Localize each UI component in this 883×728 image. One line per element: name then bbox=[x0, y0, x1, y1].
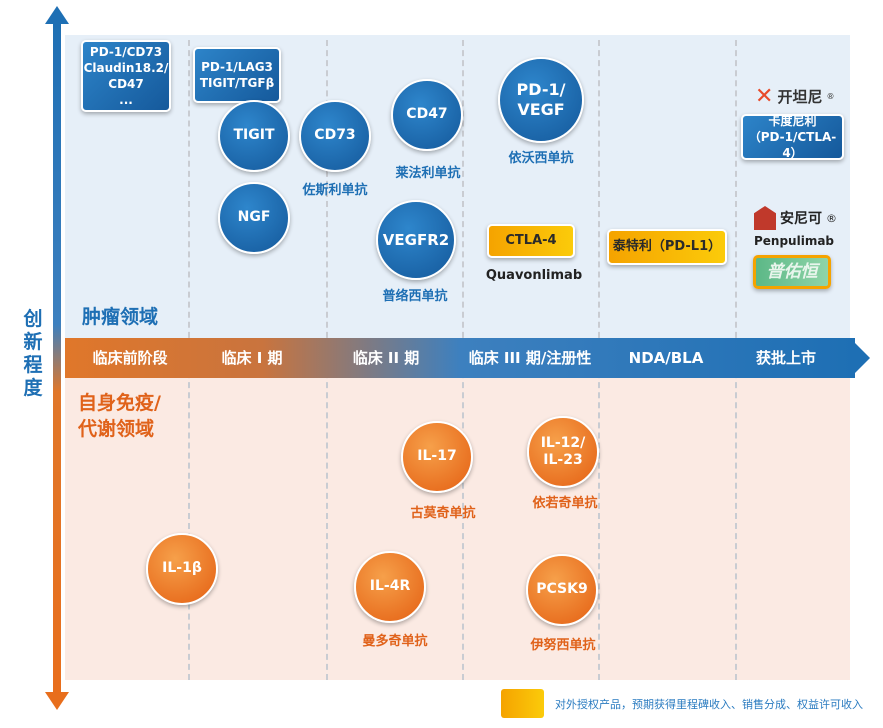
pdl1-licensed-box: 泰特利（PD-L1） bbox=[607, 229, 727, 265]
vegfr2-drug-name: 普络西单抗 bbox=[382, 289, 448, 304]
circle-line: IL-23 bbox=[543, 452, 583, 468]
legend-swatch bbox=[501, 689, 544, 718]
stage-phase2: 临床 II 期 bbox=[352, 349, 420, 367]
cd73-circle: CD73 bbox=[299, 100, 371, 172]
preclinical-bispecific-box: PD-1/CD73 Claudin18.2/ CD47 ... bbox=[81, 40, 171, 112]
cd47-circle: CD47 bbox=[391, 79, 463, 151]
tigit-circle: TIGIT bbox=[218, 100, 290, 172]
box-line: （PD-1/CTLA-4） bbox=[748, 130, 837, 160]
box-line: TIGIT/TGFβ bbox=[199, 76, 275, 90]
arrow-down-icon bbox=[45, 692, 69, 710]
registered-mark: ® bbox=[826, 92, 835, 101]
legend-text: 对外授权产品，预期获得里程碑收入、销售分成、权益许可收入 bbox=[555, 698, 863, 711]
pcsk9-circle: PCSK9 bbox=[526, 554, 598, 626]
oncology-zone bbox=[65, 35, 850, 338]
stage-preclinical: 临床前阶段 bbox=[92, 349, 168, 367]
vegfr2-circle: VEGFR2 bbox=[376, 200, 456, 280]
stage-approved: 获批上市 bbox=[755, 349, 817, 367]
circle-line: VEGF bbox=[517, 100, 565, 119]
box-line: PD-1/CD73 bbox=[89, 45, 163, 59]
kaitanni-logo-text: 开坦尼 bbox=[777, 88, 823, 106]
cadonilimab-box: 卡度尼利 （PD-1/CTLA-4） bbox=[741, 114, 844, 160]
registered-mark: ® bbox=[826, 211, 837, 225]
arrow-head-icon bbox=[850, 338, 870, 378]
il12-drug-name: 依若奇单抗 bbox=[532, 496, 598, 511]
immune-title-1: 自身免疫/ bbox=[78, 392, 161, 414]
oncology-title: 肿瘤领域 bbox=[82, 306, 159, 328]
kaitanni-logo: ✕ 开坦尼® bbox=[755, 84, 834, 109]
anniko-logo-icon bbox=[754, 206, 776, 230]
axis-label: 创新程度 bbox=[23, 308, 43, 399]
phase1-bispecific-box: PD-1/LAG3 TIGIT/TGFβ bbox=[193, 47, 281, 103]
il4r-circle: IL-4R bbox=[354, 551, 426, 623]
innovation-axis bbox=[53, 22, 61, 694]
pd1-vegf-circle: PD-1/ VEGF bbox=[498, 57, 584, 143]
arrow-up-icon bbox=[45, 6, 69, 24]
anniko-logo: 安尼可 ® bbox=[754, 206, 837, 230]
stage-phase1: 临床 I 期 bbox=[221, 349, 283, 367]
stage-arrow-band bbox=[65, 338, 855, 378]
box-line: ... bbox=[119, 93, 133, 107]
kaitanni-logo-icon: ✕ bbox=[755, 84, 774, 109]
il1b-circle: IL-1β bbox=[146, 533, 218, 605]
immune-title-2: 代谢领域 bbox=[78, 418, 155, 440]
pd1-vegf-drug-name: 依沃西单抗 bbox=[508, 151, 574, 166]
il17-drug-name: 古莫奇单抗 bbox=[410, 506, 476, 521]
il12-il23-circle: IL-12/ IL-23 bbox=[527, 416, 599, 488]
box-line: 卡度尼利 bbox=[768, 114, 817, 128]
box-line: PD-1/LAG3 bbox=[201, 60, 273, 74]
il4r-drug-name: 曼多奇单抗 bbox=[362, 634, 428, 649]
ctla4-licensed-box: CTLA-4 bbox=[487, 224, 575, 258]
il17-circle: IL-17 bbox=[401, 421, 473, 493]
ngf-circle: NGF bbox=[218, 182, 290, 254]
anniko-logo-text: 安尼可 bbox=[780, 211, 822, 227]
cd47-drug-name: 莱法利单抗 bbox=[395, 166, 461, 181]
immune-zone bbox=[65, 378, 850, 680]
puyouheng-box: 普佑恒 bbox=[753, 255, 831, 289]
penpulimab-name: Penpulimab bbox=[753, 234, 835, 248]
ctla4-drug-name: Quavonlimab bbox=[485, 268, 583, 283]
pcsk9-drug-name: 伊努西单抗 bbox=[530, 638, 596, 653]
stage-nda: NDA/BLA bbox=[628, 349, 704, 367]
box-line: Claudin18.2/ bbox=[83, 61, 169, 75]
box-line: CD47 bbox=[108, 77, 144, 91]
cd73-drug-name: 佐斯利单抗 bbox=[302, 183, 368, 198]
stage-phase3: 临床 III 期/注册性 bbox=[468, 349, 592, 367]
circle-line: IL-12/ bbox=[540, 434, 586, 451]
circle-line: PD-1/ bbox=[516, 80, 566, 99]
